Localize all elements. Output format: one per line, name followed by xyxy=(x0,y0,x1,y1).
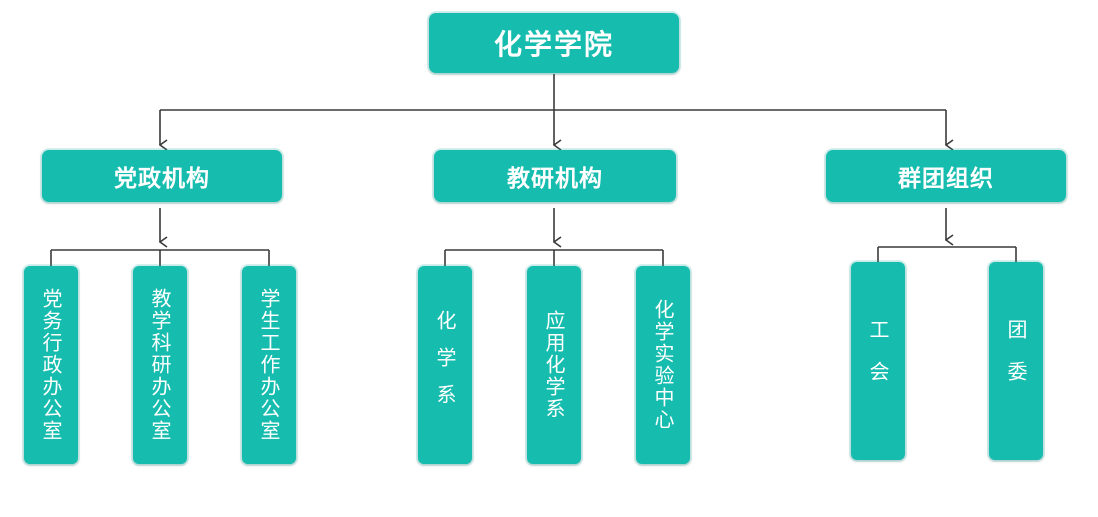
leaf-applied-chemistry-dept: 应用化学系 xyxy=(527,266,581,464)
root-node: 化学学院 xyxy=(429,13,679,73)
category-party-admin: 党政机构 xyxy=(42,150,282,202)
category-mass-organizations: 群团组织 xyxy=(826,150,1066,202)
leaf-party-admin-office: 党务行政办公室 xyxy=(24,266,78,464)
leaf-teaching-research-office: 教学科研办公室 xyxy=(133,266,187,464)
category-teaching-research: 教研机构 xyxy=(434,150,676,202)
leaf-chemistry-dept: 化学系 xyxy=(418,266,472,464)
leaf-labor-union: 工会 xyxy=(851,262,905,460)
leaf-chemistry-lab-center: 化学实验中心 xyxy=(636,266,690,464)
leaf-student-affairs-office: 学生工作办公室 xyxy=(242,266,296,464)
leaf-youth-league: 团委 xyxy=(989,262,1043,460)
